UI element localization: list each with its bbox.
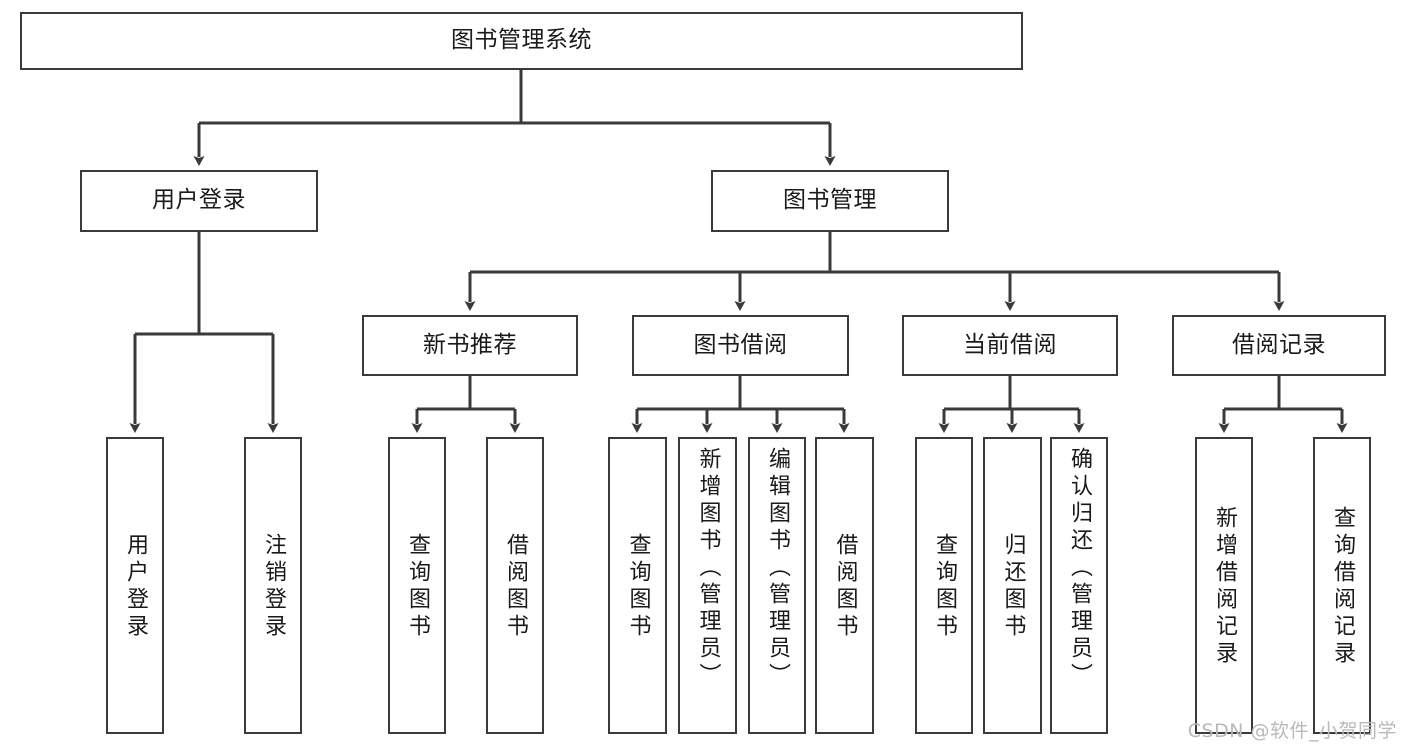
- leaf-bb-query-book-label: 查询图书: [625, 532, 651, 641]
- node-user-login[interactable]: 用户登录: [80, 170, 318, 232]
- leaf-cb-confirm-return-label: 确认归还（管理员）: [1067, 447, 1092, 690]
- leaf-bb-edit-book-label: 编辑图书（管理员）: [765, 447, 790, 690]
- leaf-user-login-do-label: 用户登录: [123, 532, 148, 641]
- leaf-nbr-borrow-book-label: 借阅图书: [503, 532, 528, 641]
- connectors-root: [193, 70, 836, 166]
- connectors-book-manage: [464, 232, 1285, 311]
- leaf-cb-query-book[interactable]: 查询图书: [915, 437, 973, 734]
- node-root[interactable]: 图书管理系统: [20, 12, 1023, 70]
- leaf-nbr-query-book-label: 查询图书: [405, 532, 430, 641]
- leaf-bb-edit-book[interactable]: 编辑图书（管理员）: [748, 437, 806, 734]
- node-user-login-label: 用户登录: [152, 187, 246, 214]
- node-new-book-rec[interactable]: 新书推荐: [362, 315, 578, 376]
- leaf-user-login-do[interactable]: 用户登录: [106, 437, 164, 734]
- leaf-cb-query-book-label: 查询图书: [932, 532, 957, 641]
- leaf-cb-return-book-label: 归还图书: [1000, 532, 1026, 641]
- connectors-book-borrow: [631, 376, 850, 433]
- leaf-user-logout-label: 注销登录: [261, 532, 286, 641]
- leaf-br-query-record-label: 查询借阅记录: [1330, 505, 1355, 668]
- node-root-label: 图书管理系统: [451, 27, 592, 54]
- leaf-bb-query-book[interactable]: 查询图书: [608, 437, 667, 734]
- node-book-manage-label: 图书管理: [783, 187, 877, 214]
- leaf-br-query-record[interactable]: 查询借阅记录: [1313, 437, 1371, 734]
- node-book-borrow[interactable]: 图书借阅: [632, 315, 849, 376]
- leaf-bb-add-book[interactable]: 新增图书（管理员）: [678, 437, 737, 734]
- leaf-cb-return-book[interactable]: 归还图书: [983, 437, 1042, 734]
- leaf-br-add-record[interactable]: 新增借阅记录: [1195, 437, 1253, 734]
- leaf-nbr-borrow-book[interactable]: 借阅图书: [486, 437, 544, 734]
- leaf-bb-borrow-book-label: 借阅图书: [832, 532, 858, 641]
- leaf-nbr-query-book[interactable]: 查询图书: [388, 437, 446, 734]
- leaf-bb-borrow-book[interactable]: 借阅图书: [815, 437, 874, 734]
- connectors-user-login: [129, 232, 279, 433]
- node-borrow-record[interactable]: 借阅记录: [1172, 315, 1386, 376]
- node-book-borrow-label: 图书借阅: [693, 331, 788, 358]
- leaf-cb-confirm-return[interactable]: 确认归还（管理员）: [1050, 437, 1108, 734]
- node-book-manage[interactable]: 图书管理: [711, 170, 949, 232]
- leaf-user-logout[interactable]: 注销登录: [244, 437, 302, 734]
- leaf-br-add-record-label: 新增借阅记录: [1212, 505, 1237, 668]
- node-borrow-record-label: 借阅记录: [1232, 331, 1326, 358]
- connectors-borrow-record: [1218, 376, 1348, 433]
- connectors-current-borrow: [938, 376, 1085, 433]
- leaf-bb-add-book-label: 新增图书（管理员）: [695, 447, 721, 690]
- node-current-borrow-label: 当前借阅: [963, 331, 1057, 358]
- connectors-new-book-rec: [411, 376, 521, 433]
- node-new-book-rec-label: 新书推荐: [423, 331, 517, 358]
- csdn-watermark: CSDN @软件_小贺同学: [1187, 720, 1397, 742]
- node-current-borrow[interactable]: 当前借阅: [902, 315, 1118, 376]
